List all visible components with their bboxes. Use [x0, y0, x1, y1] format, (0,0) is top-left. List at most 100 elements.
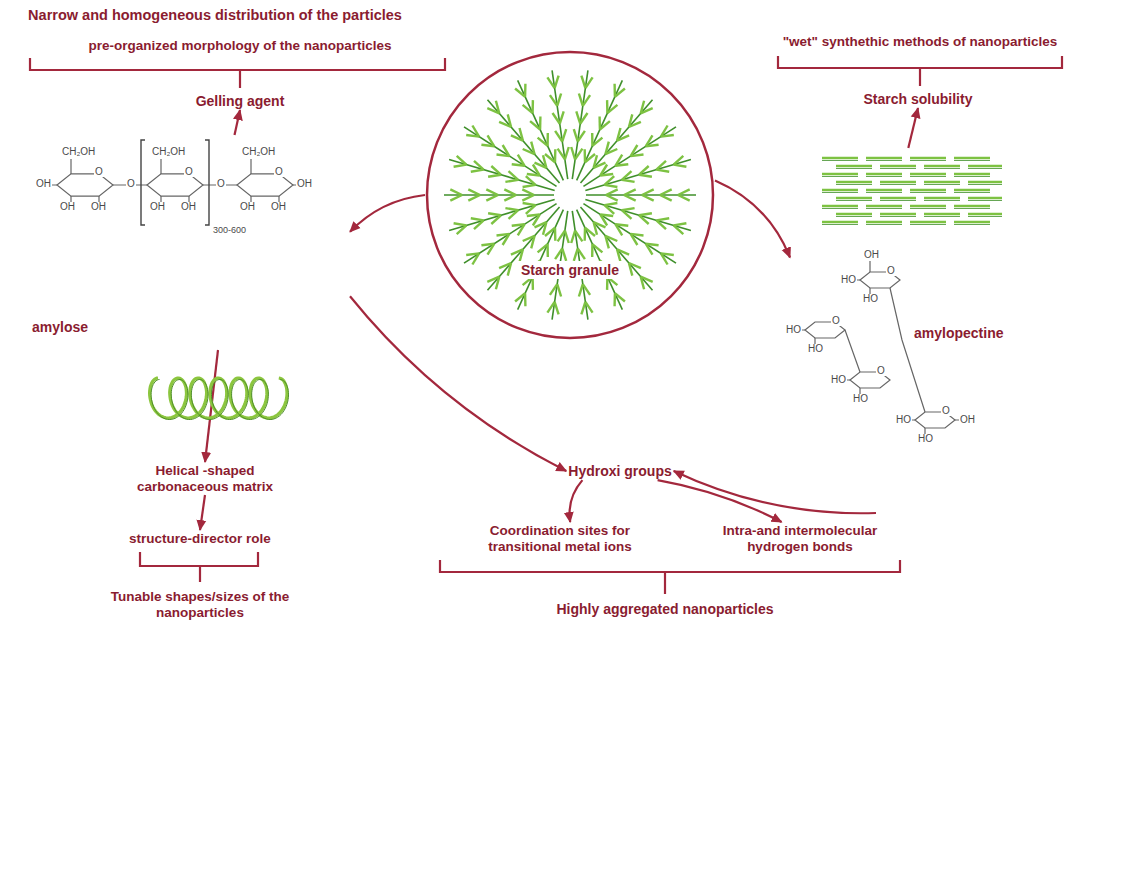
granule-leaf: [571, 231, 575, 243]
chem-label: O: [831, 316, 841, 326]
connector-arrow: [235, 110, 241, 135]
crystal-bar: [822, 205, 858, 208]
granule-leaf: [580, 113, 587, 124]
crystal-bar-edge: [880, 200, 916, 201]
chem-label: O: [126, 179, 136, 189]
text-node: Coordination sites for transitional meta…: [458, 522, 662, 555]
granule-leaf: [488, 244, 495, 255]
crystal-bar: [954, 173, 990, 176]
node-label: pre-organized morphology of the nanopart…: [86, 37, 393, 55]
node-label: Coordination sites for transitional meta…: [458, 522, 662, 555]
chem-label: OH: [90, 202, 107, 212]
text-node: pre-organized morphology of the nanopart…: [86, 37, 393, 55]
crystal-bar: [822, 173, 858, 176]
granule-leaf: [641, 101, 644, 114]
granule-leaf: [656, 170, 669, 172]
chem-label: OH: [59, 202, 76, 212]
granule-leaf: [550, 284, 557, 295]
node-label: Helical -shaped carbonaceous matrix: [123, 462, 287, 495]
granule-circle: Starch granule: [425, 50, 715, 340]
granule-leaf: [499, 122, 511, 127]
granule-leaf: [578, 249, 585, 260]
crystal-bar-edge: [924, 200, 960, 201]
crystal-bar-edge: [910, 176, 946, 177]
granule-spoke: [449, 160, 555, 191]
crystal-bar: [880, 181, 916, 184]
granule-leaf: [488, 213, 501, 215]
crystal-bar-edge: [836, 168, 872, 169]
granule-leaf: [518, 224, 525, 235]
crystal-bar: [822, 189, 858, 192]
granule-leaf: [450, 195, 462, 201]
granule-leaf: [486, 195, 498, 201]
granule-leaf: [656, 218, 669, 220]
crystal-bar: [880, 213, 916, 216]
node-label: "wet" synthethic methods of nanoparticle…: [781, 33, 1060, 51]
chem-label: OH: [270, 202, 287, 212]
granule-leaf: [508, 263, 511, 276]
granule-spoke: [585, 200, 691, 231]
crystal-bar: [866, 173, 902, 176]
granule-leaf: [522, 189, 534, 195]
granule-leaf: [576, 111, 580, 123]
granule-leaf: [579, 94, 583, 106]
crystal-bar-edge: [924, 216, 960, 217]
granule-leaf: [457, 225, 467, 234]
crystal-bar-edge: [836, 200, 872, 201]
granule-leaf: [607, 105, 617, 113]
granule-leaf: [617, 249, 629, 254]
granule-leaf: [615, 224, 628, 226]
chem-label: HO: [840, 275, 857, 285]
crystal-bar: [968, 181, 1002, 184]
granule-leaf: [592, 244, 602, 252]
granule-leaf: [585, 228, 595, 236]
granule-leaf: [579, 284, 583, 296]
crystal-bar: [836, 197, 872, 200]
text-node: Highly aggregated nanoparticles: [554, 600, 775, 618]
bracket: [778, 56, 1062, 86]
node-label: amylose: [30, 318, 90, 336]
granule-leaf: [550, 95, 557, 106]
crystal-bar: [836, 213, 872, 216]
crystal-bar-edge: [968, 200, 1002, 201]
granule-leaf: [486, 189, 498, 195]
crystal-bar-edge: [866, 192, 902, 193]
chem-label: HO: [807, 344, 824, 354]
granule-leaf: [523, 203, 536, 205]
crystal-bar-edge: [880, 184, 916, 185]
sugar-ring: [237, 174, 293, 196]
bracket: [440, 560, 900, 594]
granule-leaf: [503, 234, 510, 245]
chem-label: OH: [296, 179, 313, 189]
connector-arrow: [674, 471, 876, 513]
granule-leaf: [509, 210, 519, 219]
granule-leaf: [497, 155, 510, 157]
granule-leaf: [660, 189, 672, 195]
crystal-bar: [866, 205, 902, 208]
granule-leaf: [629, 114, 632, 127]
granule-leaf: [674, 165, 687, 167]
bracket: [30, 58, 445, 88]
crystal-bar: [924, 197, 960, 200]
granule-leaf: [554, 228, 557, 241]
granule-leaf: [535, 163, 547, 168]
crystal-bar: [924, 181, 960, 184]
granule-leaf: [631, 145, 638, 156]
text-node: Hydroxi groups: [566, 462, 673, 480]
bond: [845, 288, 960, 420]
granule-text: Starch granule: [517, 261, 623, 279]
crystal-bar-edge: [910, 192, 946, 193]
crystal-bar: [822, 157, 858, 160]
granule-leaf: [472, 253, 479, 264]
crystal-bar-edge: [836, 184, 872, 185]
connector-arrow: [908, 108, 918, 148]
granule-leaf: [646, 135, 653, 146]
granule-leaf: [585, 302, 592, 313]
granule-leaf: [661, 126, 668, 137]
granule-spoke: [580, 100, 652, 183]
chem-label: O: [216, 179, 226, 189]
chem-label: OH: [239, 202, 256, 212]
chem-label: OH: [35, 179, 52, 189]
bond: [48, 184, 298, 185]
crystal-bar-edge: [880, 216, 916, 217]
